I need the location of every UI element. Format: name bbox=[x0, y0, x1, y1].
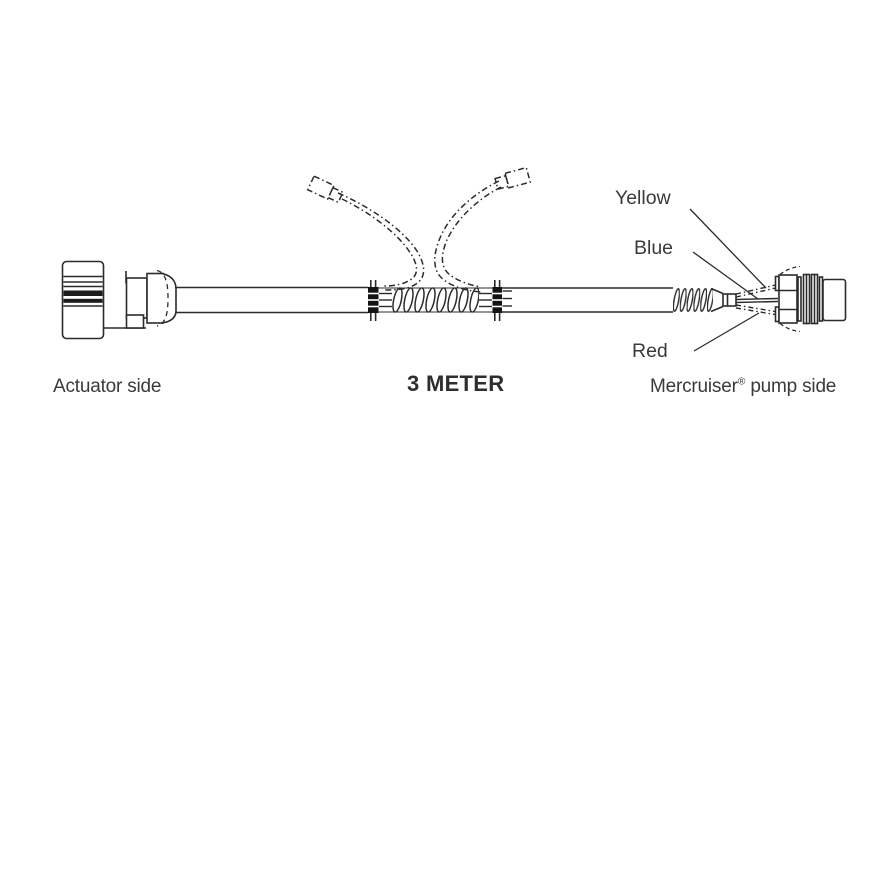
actuator-connector bbox=[61, 260, 177, 340]
wire-label-red: Red bbox=[632, 340, 668, 362]
branch-wire-right bbox=[434, 166, 532, 293]
wire-blue bbox=[735, 297, 779, 304]
wire-yellow bbox=[735, 283, 779, 298]
inner-wires-after-band bbox=[502, 290, 512, 307]
bullet-terminal-right bbox=[494, 166, 532, 191]
tape-band-right bbox=[492, 280, 502, 321]
wire-red bbox=[735, 304, 779, 316]
inner-wires-left bbox=[379, 292, 392, 308]
pump-flange-rim-bottom-dashed bbox=[779, 322, 801, 333]
spiral-loops-middle bbox=[392, 286, 479, 314]
cable-segment-left bbox=[175, 286, 369, 314]
pump-connector-body bbox=[822, 278, 847, 322]
jacket-sleeve-end bbox=[722, 293, 737, 307]
registered-trademark-symbol: ® bbox=[737, 376, 746, 388]
branch-wire-left bbox=[306, 175, 425, 291]
pump-side-rest: pump side bbox=[745, 376, 837, 397]
leader-line-blue bbox=[692, 251, 759, 300]
actuator-collar-step bbox=[125, 314, 145, 329]
actuator-connector-stripes bbox=[63, 275, 103, 307]
pump-connector bbox=[774, 265, 847, 333]
pump-flange-rim-top-dashed bbox=[779, 265, 801, 276]
bullet-terminal-left bbox=[306, 175, 344, 204]
spiral-wrap-right bbox=[673, 287, 737, 313]
leader-line-red bbox=[693, 312, 760, 352]
actuator-cap bbox=[161, 272, 177, 324]
wire-label-yellow: Yellow bbox=[615, 187, 671, 209]
cable-segment-right bbox=[502, 287, 673, 313]
wire-label-blue: Blue bbox=[634, 237, 674, 259]
pump-side-label: Mercruiser® pump side bbox=[650, 377, 836, 397]
inner-wires-right bbox=[479, 292, 492, 308]
spiral-loops-right bbox=[673, 287, 713, 313]
leader-line-yellow bbox=[689, 208, 767, 289]
pump-wires bbox=[735, 283, 779, 316]
spiral-wrap-middle bbox=[368, 280, 512, 321]
actuator-cap-rim-dashed bbox=[156, 269, 169, 327]
cable-length-label: 3 METER bbox=[407, 371, 505, 396]
tape-band-left bbox=[368, 280, 379, 321]
pump-side-brand: Mercruiser bbox=[650, 376, 738, 397]
cable-line-art bbox=[61, 166, 847, 352]
pump-thread-ribs bbox=[797, 273, 824, 325]
actuator-collar-nut bbox=[125, 277, 148, 319]
leader-lines bbox=[689, 208, 767, 352]
actuator-sleeve bbox=[146, 272, 164, 324]
pump-flange bbox=[778, 274, 798, 324]
actuator-side-label: Actuator side bbox=[53, 376, 162, 397]
